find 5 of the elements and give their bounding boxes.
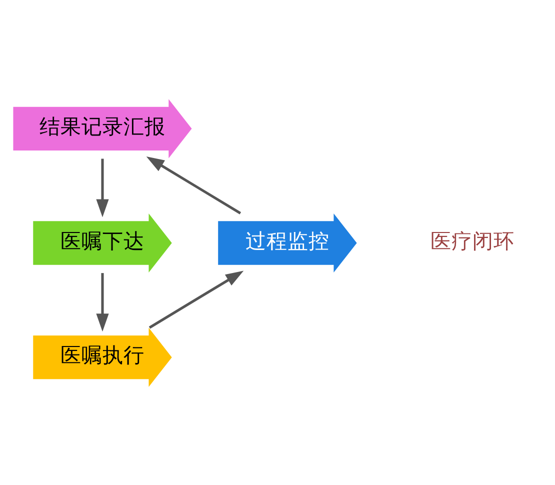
node-text: 医疗闭环 — [430, 228, 514, 252]
arrow — [146, 156, 242, 214]
arrow — [96, 158, 109, 217]
arrow — [96, 272, 109, 332]
arrow — [148, 270, 244, 328]
